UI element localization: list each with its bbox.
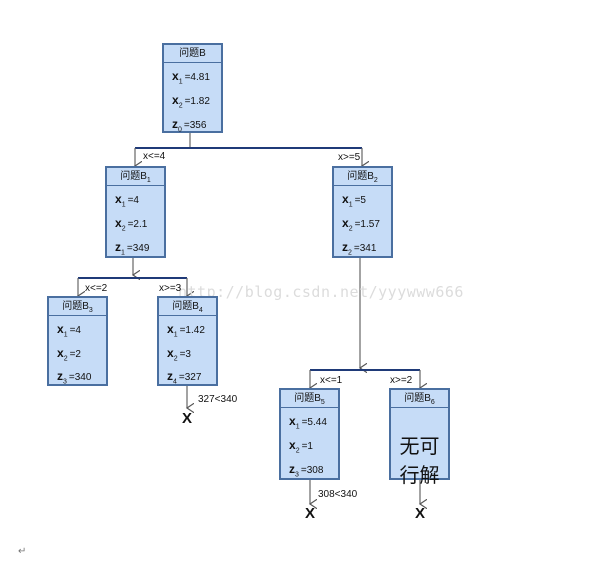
- node-b5-z: z3=308: [289, 462, 324, 479]
- node-b-x1: x1=4.81: [172, 69, 210, 86]
- branch-label-b-left: x<=4: [143, 151, 166, 162]
- node-b-x2: x2=1.82: [172, 93, 210, 110]
- node-b1-z: z1=349: [115, 240, 150, 257]
- node-b4-z: z4=327: [167, 369, 202, 386]
- node-b-z: z0=356: [172, 117, 207, 134]
- node-b2-title: 问题B2: [334, 168, 391, 186]
- branch-label-b1-right: x>=3: [159, 283, 182, 294]
- node-b6: 问题B6 无可行解: [389, 388, 450, 487]
- prune-mark-b5: X: [305, 505, 316, 522]
- paragraph-mark: ↵: [18, 546, 27, 557]
- node-b1-title: 问题B1: [107, 168, 164, 186]
- node-b6-infeasible: 无可行解: [399, 434, 440, 487]
- node-b5-title: 问题B5: [281, 390, 338, 408]
- prune-mark-b4: X: [182, 410, 193, 427]
- branch-label-b-right: x>=5: [338, 152, 361, 163]
- node-b1: 问题B1 x1=4 x2=2.1 z1=349: [105, 166, 166, 258]
- node-b4-title: 问题B4: [159, 298, 216, 316]
- node-b5-x2: x2=1: [289, 438, 313, 455]
- node-b4-x2: x2=3: [167, 346, 191, 363]
- node-b4-x1: x1=1.42: [167, 322, 205, 339]
- watermark: http://blog.csdn.net/yyywww666: [178, 283, 464, 301]
- node-b1-x2: x2=2.1: [115, 216, 148, 233]
- node-b3-title: 问题B3: [49, 298, 106, 316]
- node-b3-z: z3=340: [57, 369, 92, 386]
- node-b4: 问题B4 x1=1.42 x2=3 z4=327: [157, 296, 218, 386]
- branch-label-b2-right: x>=2: [390, 375, 413, 386]
- node-b5-x1: x1=5.44: [289, 414, 327, 431]
- branch-label-b2-left: x<=1: [320, 375, 343, 386]
- node-b2-z: z2=341: [342, 240, 377, 257]
- node-b: 问题B x1=4.81 x2=1.82 z0=356: [162, 43, 223, 133]
- node-b1-x1: x1=4: [115, 192, 139, 209]
- node-b2-x2: x2=1.57: [342, 216, 380, 233]
- node-b6-title: 问题B6: [391, 390, 448, 408]
- prune-mark-b6: X: [415, 505, 426, 522]
- node-b2: 问题B2 x1=5 x2=1.57 z2=341: [332, 166, 393, 258]
- branch-label-b1-left: x<=2: [85, 283, 108, 294]
- node-b5: 问题B5 x1=5.44 x2=1 z3=308: [279, 388, 340, 480]
- node-b3-x2: x2=2: [57, 346, 81, 363]
- node-b2-x1: x1=5: [342, 192, 366, 209]
- prune-note-b5: 308<340: [318, 489, 358, 500]
- node-b-title: 问题B: [164, 45, 221, 63]
- node-b3-x1: x1=4: [57, 322, 81, 339]
- node-b3: 问题B3 x1=4 x2=2 z3=340: [47, 296, 108, 386]
- prune-note-b4: 327<340: [198, 394, 238, 405]
